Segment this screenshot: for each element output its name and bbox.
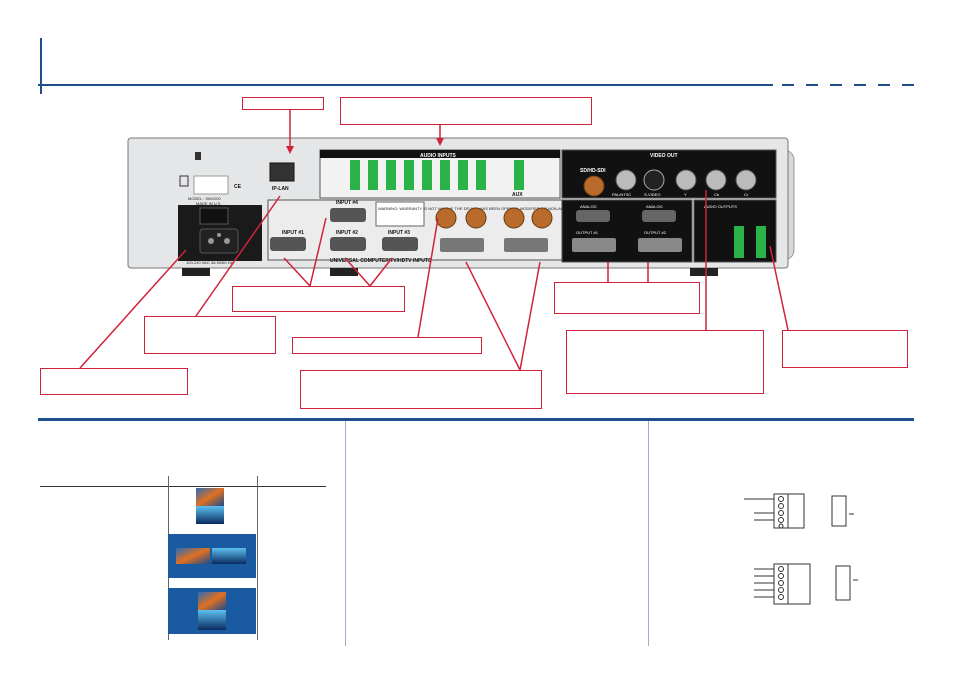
bnc-port-icon <box>503 207 525 229</box>
lock-icon <box>195 152 201 160</box>
svg-text:UNIVERSAL COMPUTER/TV/HDTV INP: UNIVERSAL COMPUTER/TV/HDTV INPUTS <box>330 258 432 264</box>
thumb-source-b <box>196 506 224 524</box>
bnc-port-icon <box>435 207 457 229</box>
svideo-port-icon <box>643 169 665 191</box>
svg-text:S-VIDEO: S-VIDEO <box>644 192 660 197</box>
title-rule <box>38 84 773 86</box>
thumb-source-a <box>196 488 224 506</box>
svg-text:VIDEO OUT: VIDEO OUT <box>650 153 678 159</box>
bnc-port-icon <box>465 207 487 229</box>
svg-text:IP-LAN: IP-LAN <box>272 186 289 192</box>
power-switch-icon <box>199 207 229 225</box>
svg-text:WARNING: WARRANTY IS NOT VALID: WARNING: WARRANTY IS NOT VALID IF THE DE… <box>378 206 611 211</box>
svg-text:MODEL : SMX200: MODEL : SMX200 <box>188 196 222 201</box>
title-accent-bar <box>40 38 42 94</box>
title-rule-dash <box>902 84 914 86</box>
svg-text:INPUT #2: INPUT #2 <box>336 230 358 236</box>
title-rule-dash <box>878 84 890 86</box>
callout-audio-inputs <box>340 97 592 125</box>
dvi-port-icon <box>440 238 484 252</box>
svg-text:Y: Y <box>684 192 687 197</box>
svg-text:INPUT #4: INPUT #4 <box>336 200 358 206</box>
bnc-port-icon <box>705 169 727 191</box>
svg-text:OUTPUT #1: OUTPUT #1 <box>576 230 599 235</box>
callout-dvi-inputs <box>300 370 542 409</box>
weee-bin-icon <box>179 175 189 187</box>
callout-leaders <box>79 110 789 371</box>
wiring-diagrams <box>744 493 858 605</box>
callout-rs232 <box>144 316 276 354</box>
hd15-port-icon <box>330 208 366 222</box>
title-rule-dash <box>806 84 818 86</box>
callout-outputs <box>554 282 700 314</box>
svg-text:AUDIO OUTPUTS: AUDIO OUTPUTS <box>704 204 737 209</box>
column-divider <box>345 421 346 646</box>
terminal-block-icon <box>756 226 766 258</box>
layout-thumbnails <box>168 488 256 634</box>
table-header-rule <box>40 486 326 487</box>
section-rule <box>38 418 914 421</box>
dvi-port-icon <box>638 238 682 252</box>
callout-universal-inputs <box>232 286 405 312</box>
svg-text:Cr: Cr <box>744 192 749 197</box>
bnc-port-icon <box>735 169 757 191</box>
svg-text:INPUT #3: INPUT #3 <box>388 230 410 236</box>
svg-text:INPUT #1: INPUT #1 <box>282 230 304 236</box>
svg-text:AUX: AUX <box>512 192 523 198</box>
svg-text:100-240 VAC 3A 50/60 Hz: 100-240 VAC 3A 50/60 Hz <box>186 260 233 265</box>
title-rule-dash <box>830 84 842 86</box>
callout-sdi-inputs <box>292 337 482 354</box>
svg-text:Cb: Cb <box>714 192 720 197</box>
hd15-port-icon <box>576 210 610 222</box>
svg-text:ANALOG: ANALOG <box>580 204 597 209</box>
terminal-block-icon <box>734 226 744 258</box>
title-rule-dash <box>782 84 794 86</box>
dvi-port-icon <box>572 238 616 252</box>
ce-mark-icon: CE <box>234 184 242 190</box>
callout-video-out <box>566 330 764 394</box>
hd15-port-icon <box>330 237 366 251</box>
hd15-port-icon <box>270 237 306 251</box>
svg-text:AUDIO INPUTS: AUDIO INPUTS <box>420 153 457 159</box>
column-divider <box>648 421 649 646</box>
hd15-port-icon <box>642 210 676 222</box>
terminal-block-icon <box>350 160 524 190</box>
bnc-port-icon <box>583 175 605 197</box>
hd15-port-icon <box>382 237 418 251</box>
callout-power <box>40 368 188 395</box>
callout-ip-lan <box>242 97 324 110</box>
svg-text:PAL/NTSC: PAL/NTSC <box>612 192 631 197</box>
svg-text:SD/HD-SDI: SD/HD-SDI <box>580 168 606 174</box>
device-rear-panel: 100-240 VAC 3A 50/60 Hz CE MODEL : SMX20… <box>79 110 795 371</box>
rj45-port-icon <box>269 162 295 182</box>
bnc-port-icon <box>531 207 553 229</box>
svg-text:OUTPUT #2: OUTPUT #2 <box>644 230 667 235</box>
title-rule-dash <box>854 84 866 86</box>
dvi-port-icon <box>504 238 548 252</box>
svg-text:ANALOG: ANALOG <box>646 204 663 209</box>
svg-text:MADE IN U.S.: MADE IN U.S. <box>196 201 222 206</box>
terminal-block-icon <box>744 493 854 529</box>
bnc-port-icon <box>675 169 697 191</box>
terminal-block-icon <box>754 563 858 605</box>
bnc-port-icon <box>615 169 637 191</box>
callout-audio-outputs <box>782 330 908 368</box>
table-col-rule <box>257 476 258 640</box>
